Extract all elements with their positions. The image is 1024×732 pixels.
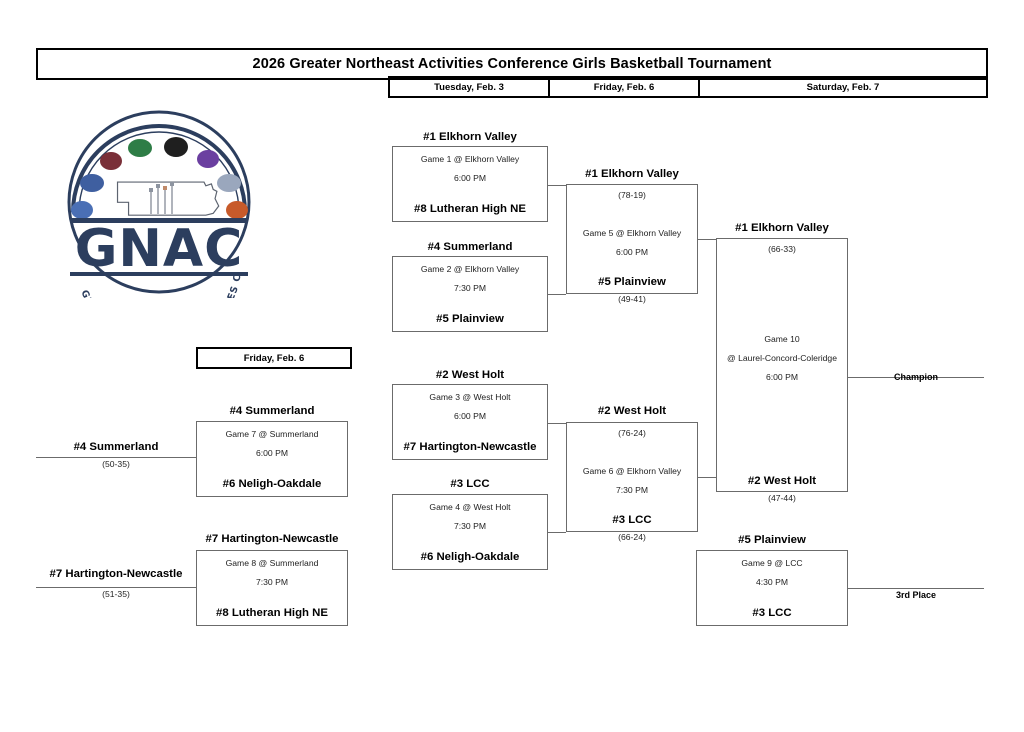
game1-box[interactable]: Game 1 @ Elkhorn Valley 6:00 PM <box>392 146 548 222</box>
game7-box[interactable]: Game 7 @ Summerland 6:00 PM <box>196 421 348 497</box>
game8-feed-score: (51-35) <box>102 589 130 599</box>
game6-bottom-score: (66-24) <box>618 532 646 542</box>
game9-bottom-team: #3 LCC <box>752 607 792 619</box>
game2-bottom-team: #5 Plainview <box>436 313 504 325</box>
gnac-logo: GNAC GREATER NORTHEAST ACTIVITIES CONFER… <box>48 106 270 298</box>
game7-top-team: #4 Summerland <box>229 405 315 417</box>
game3-box[interactable]: Game 3 @ West Holt 6:00 PM <box>392 384 548 460</box>
game5-time: 6:00 PM <box>615 247 648 257</box>
game2-top-team: #4 Summerland <box>427 241 513 253</box>
game4-top-team: #3 LCC <box>450 478 490 490</box>
game3-time: 6:00 PM <box>453 411 486 421</box>
date-header-consolation: Friday, Feb. 6 <box>196 347 352 369</box>
game4-info: Game 4 @ West Holt <box>429 502 511 512</box>
game5-bottom-score: (49-41) <box>618 294 646 304</box>
game8-feed-team: #7 Hartington-Newcastle <box>49 568 183 580</box>
game7-feed-team: #4 Summerland <box>73 441 159 453</box>
game7-feed-score: (50-35) <box>102 459 130 469</box>
game9-top-team: #5 Plainview <box>738 534 806 546</box>
page-title-text: 2026 Greater Northeast Activities Confer… <box>252 56 772 72</box>
connector-third-place <box>848 588 984 589</box>
game10-top-score: (66-33) <box>768 244 796 254</box>
third-place-label: 3rd Place <box>895 590 937 600</box>
connector-g1-out <box>548 185 566 186</box>
connector-g5-out <box>698 239 716 240</box>
svg-text:GNAC: GNAC <box>75 219 244 279</box>
game3-info: Game 3 @ West Holt <box>429 392 511 402</box>
date-header-tuesday-label: Tuesday, Feb. 3 <box>434 81 504 93</box>
game8-time: 7:30 PM <box>255 577 288 587</box>
game4-box[interactable]: Game 4 @ West Holt 7:30 PM <box>392 494 548 570</box>
game8-top-team: #7 Hartington-Newcastle <box>205 533 339 545</box>
game10-time: 6:00 PM <box>765 372 798 382</box>
game9-box[interactable]: Game 9 @ LCC 4:30 PM <box>696 550 848 626</box>
game6-box[interactable]: (76-24) Game 6 @ Elkhorn Valley 7:30 PM <box>566 422 698 532</box>
game2-time: 7:30 PM <box>453 283 486 293</box>
game2-info: Game 2 @ Elkhorn Valley <box>420 264 520 274</box>
date-header-saturday-label: Saturday, Feb. 7 <box>806 81 880 93</box>
game9-time: 4:30 PM <box>755 577 788 587</box>
game5-info: Game 5 @ Elkhorn Valley <box>582 228 682 238</box>
connector-g7-feed <box>36 457 196 458</box>
game1-bottom-team: #8 Lutheran High NE <box>413 203 527 215</box>
connector-champion <box>848 377 984 378</box>
game3-bottom-team: #7 Hartington-Newcastle <box>403 441 537 453</box>
game9-info: Game 9 @ LCC <box>741 558 803 568</box>
game10-info-line-2: @ Laurel-Concord-Coleridge <box>727 353 837 363</box>
game8-box[interactable]: Game 8 @ Summerland 7:30 PM <box>196 550 348 626</box>
game10-top-team: #1 Elkhorn Valley <box>735 222 829 234</box>
game10-box[interactable]: (66-33) Game 10 @ Laurel-Concord-Colerid… <box>716 238 848 492</box>
game1-time: 6:00 PM <box>453 173 486 183</box>
date-header-consolation-label: Friday, Feb. 6 <box>243 352 305 364</box>
connector-g8-feed <box>36 587 196 588</box>
champion-label: Champion <box>894 372 938 382</box>
game7-info: Game 7 @ Summerland <box>225 429 319 439</box>
game1-top-team: #1 Elkhorn Valley <box>423 131 517 143</box>
game10-info-line-1: Game 10 <box>764 334 800 344</box>
game5-box[interactable]: (78-19) Game 5 @ Elkhorn Valley 6:00 PM <box>566 184 698 294</box>
connector-g2-out <box>548 294 566 295</box>
date-header-tuesday: Tuesday, Feb. 3 <box>388 76 550 98</box>
game6-info: Game 6 @ Elkhorn Valley <box>582 466 682 476</box>
game8-info: Game 8 @ Summerland <box>225 558 319 568</box>
date-header-friday-label: Friday, Feb. 6 <box>593 81 655 93</box>
date-header-friday: Friday, Feb. 6 <box>548 76 700 98</box>
game10-bottom-team: #2 West Holt <box>747 475 817 487</box>
game3-top-team: #2 West Holt <box>435 369 505 381</box>
game4-bottom-team: #6 Neligh-Oakdale <box>420 551 520 563</box>
game6-top-score: (76-24) <box>618 428 646 438</box>
game2-box[interactable]: Game 2 @ Elkhorn Valley 7:30 PM <box>392 256 548 332</box>
game7-bottom-team: #6 Neligh-Oakdale <box>222 478 322 490</box>
game5-bottom-team: #5 Plainview <box>598 276 666 288</box>
page-title: 2026 Greater Northeast Activities Confer… <box>36 48 988 80</box>
date-header-saturday: Saturday, Feb. 7 <box>698 76 988 98</box>
game10-bottom-score: (47-44) <box>768 493 796 503</box>
game6-bottom-team: #3 LCC <box>612 514 652 526</box>
game5-top-team: #1 Elkhorn Valley <box>585 168 679 180</box>
game1-info: Game 1 @ Elkhorn Valley <box>420 154 520 164</box>
connector-g6-out <box>698 477 716 478</box>
connector-g4-out <box>548 532 566 533</box>
game8-bottom-team: #8 Lutheran High NE <box>215 607 329 619</box>
game4-time: 7:30 PM <box>453 521 486 531</box>
connector-g3-out <box>548 423 566 424</box>
game5-top-score: (78-19) <box>618 190 646 200</box>
game6-top-team: #2 West Holt <box>597 405 667 417</box>
game7-time: 6:00 PM <box>255 448 288 458</box>
game6-time: 7:30 PM <box>615 485 648 495</box>
